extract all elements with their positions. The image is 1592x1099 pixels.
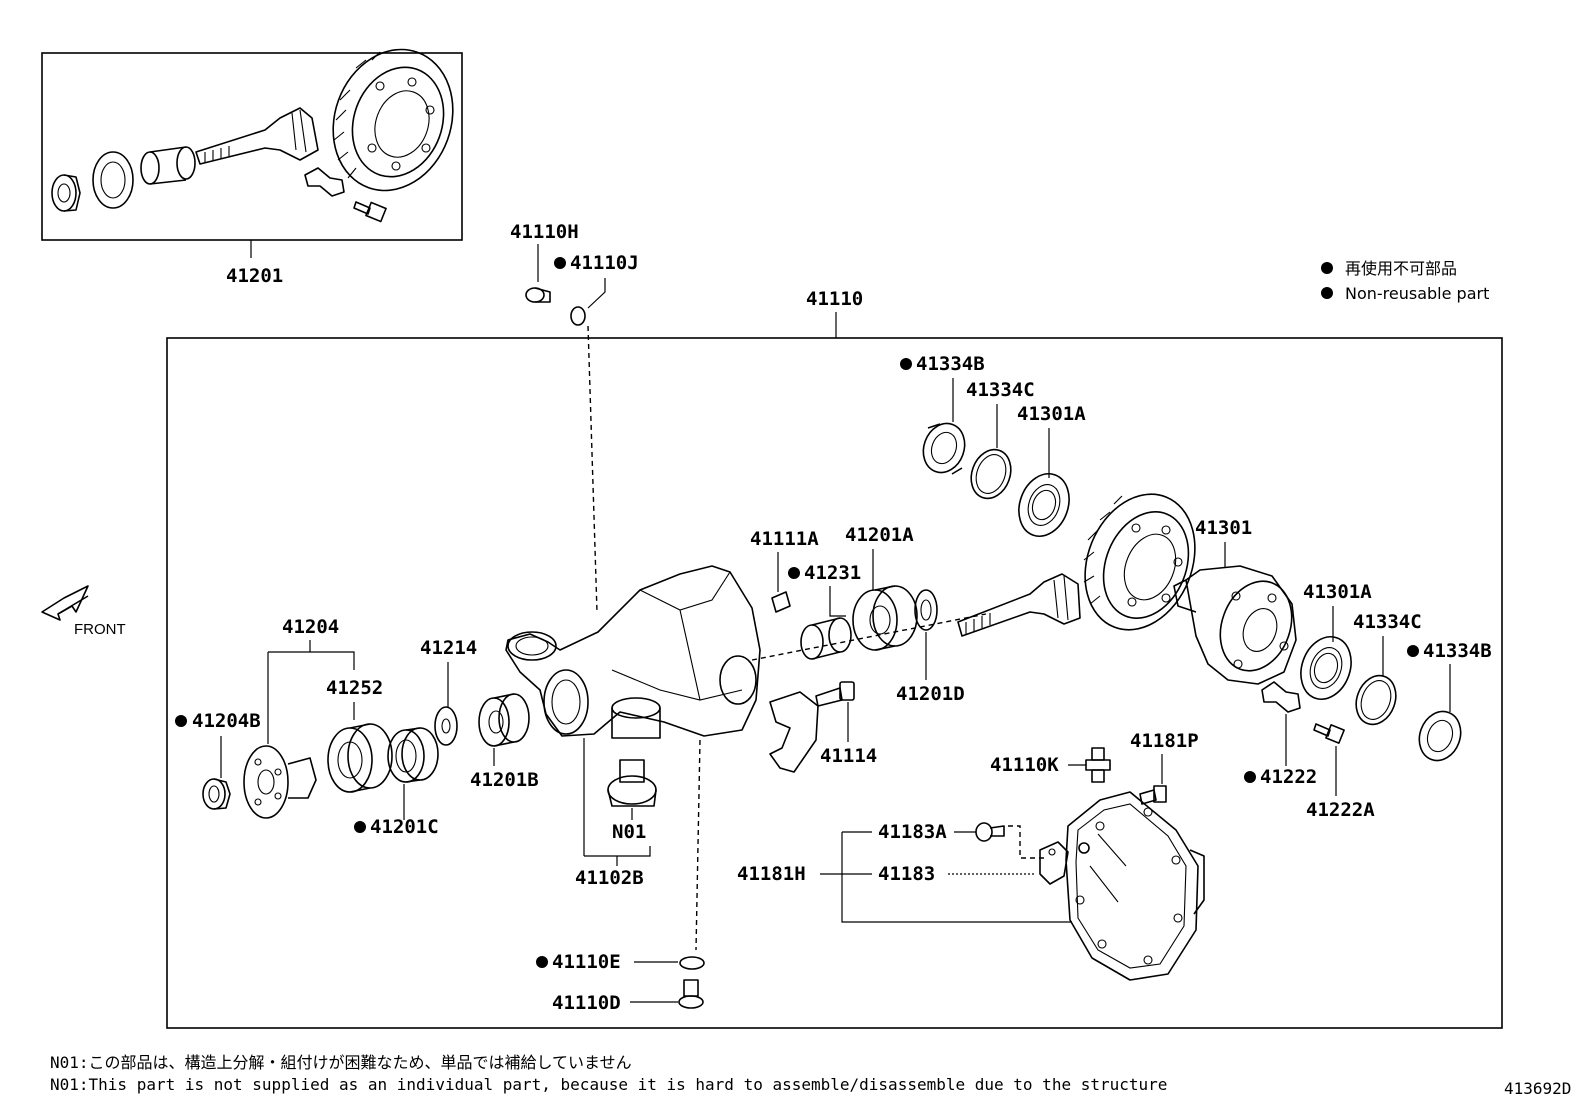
label-41201D: 41201D <box>896 683 965 705</box>
label-41334B-right: 41334B <box>1423 640 1492 662</box>
front-label: FRONT <box>74 621 126 638</box>
label-41110K: 41110K <box>990 754 1059 776</box>
inset-nut-icon <box>51 174 81 212</box>
inset-frame <box>41 52 463 241</box>
front-oil-seal-icon <box>387 727 439 783</box>
inset-ring-gear-icon <box>332 48 454 192</box>
front-arrow: FRONT <box>41 585 126 638</box>
label-41110H: 41110H <box>510 221 579 243</box>
label-41334C-top: 41334C <box>966 379 1035 401</box>
label-41110: 41110 <box>806 288 863 310</box>
oil-slinger-icon <box>434 706 458 746</box>
diagram-id: 413692D <box>1504 1079 1571 1098</box>
name-plate-icon <box>1039 841 1069 885</box>
drain-plug-group: 41110E 41110D <box>536 951 705 1014</box>
label-41110D: 41110D <box>552 992 621 1014</box>
differential-case-icon <box>1173 565 1297 685</box>
lock-plate-icon <box>1261 681 1301 713</box>
label-41301A-top: 41301A <box>1017 403 1086 425</box>
oil-seal-icon <box>922 422 966 475</box>
note-english: N01:This part is not supplied as an indi… <box>50 1075 1167 1094</box>
label-41201: 41201 <box>226 265 283 287</box>
front-bearing-icon <box>478 693 530 747</box>
legend-english: Non-reusable part <box>1345 284 1489 303</box>
label-41334C-right: 41334C <box>1353 611 1422 633</box>
label-N01: N01 <box>612 821 646 843</box>
mount-bushing-group: N01 41102B <box>575 738 657 889</box>
legend: 再使用不可部品 Non-reusable part <box>1321 259 1489 303</box>
nonreusable-dot-41110J <box>554 257 566 269</box>
breather-group: 41110H 41110J <box>510 221 639 613</box>
label-41201A: 41201A <box>845 524 914 546</box>
upper-bearing-stack: 41334B 41334C 41301A <box>900 353 1086 537</box>
label-41334B-top: 41334B <box>916 353 985 375</box>
side-bearing-icon <box>1018 473 1070 537</box>
pinion-bearing-icon <box>852 585 918 651</box>
label-41181H: 41181H <box>737 863 806 885</box>
lock-bolt-icon <box>1313 723 1345 744</box>
label-41231: 41231 <box>804 562 861 584</box>
label-41201B: 41201B <box>470 769 539 791</box>
inset-pinion-shaft-icon <box>195 107 319 165</box>
label-41181P: 41181P <box>1130 730 1199 752</box>
front-components: 41204 41252 41204B <box>175 616 539 838</box>
label-41222A: 41222A <box>1306 799 1375 821</box>
carrier-housing-icon <box>505 565 761 739</box>
filler-plug-icon <box>1085 747 1111 783</box>
label-41301: 41301 <box>1195 517 1252 539</box>
lower-bearing-stack: 41301A 41334C 41334B 41222 41222A <box>1244 581 1492 821</box>
companion-flange-icon <box>243 745 317 819</box>
label-41111A: 41111A <box>750 528 819 550</box>
label-41222: 41222 <box>1260 766 1317 788</box>
shim-ring-right-icon <box>1355 674 1397 726</box>
inset-bearing-icon <box>92 151 134 209</box>
drive-pinion-icon <box>957 573 1081 637</box>
bearing-cap-icon <box>769 691 819 773</box>
dust-deflector-icon <box>327 723 393 793</box>
label-41252: 41252 <box>326 677 383 699</box>
bearing-cap-group: 41114 <box>769 681 877 773</box>
label-41183: 41183 <box>878 863 935 885</box>
legend-japanese: 再使用不可部品 <box>1345 259 1457 278</box>
ring-gear-assembly: 41301 <box>1083 493 1297 685</box>
drain-gasket-icon <box>679 956 705 970</box>
oil-seal-right-icon <box>1418 710 1462 762</box>
label-41114: 41114 <box>820 745 877 767</box>
assembly-frame-41110 <box>166 337 1503 1029</box>
label-41204B: 41204B <box>192 710 261 732</box>
inset-lock-plate-icon <box>304 167 345 197</box>
rear-cover-icon <box>1065 791 1205 981</box>
label-41183A: 41183A <box>878 821 947 843</box>
inset-spacer-icon <box>140 146 196 185</box>
label-41204: 41204 <box>282 616 339 638</box>
side-bearing-right-icon <box>1300 636 1352 700</box>
shim-washer-icon <box>914 589 938 631</box>
label-41301A-right: 41301A <box>1303 581 1372 603</box>
cover-bolt-icon <box>1139 785 1167 805</box>
ring-pinion-kit-inset: 41201 <box>41 48 463 287</box>
breather-plug-icon <box>525 287 551 303</box>
pinion-components: 41111A 41231 41201A 41201D <box>750 524 965 705</box>
label-41102B: 41102B <box>575 867 644 889</box>
label-41110J: 41110J <box>570 252 639 274</box>
flange-nut-icon <box>202 778 231 810</box>
mount-stud-icon <box>607 759 657 807</box>
breather-gasket-icon <box>570 306 586 326</box>
cap-bolt-icon <box>815 681 855 707</box>
shim-ring-icon <box>970 448 1012 500</box>
inset-bolt-icon <box>353 201 387 223</box>
note-japanese: N01:この部品は、構造上分解・組付けが困難なため、単品では補給していません <box>50 1053 632 1072</box>
plate-bolt-icon <box>975 822 1005 842</box>
spacer-sleeve-icon <box>800 617 852 660</box>
rear-cover-group: 41110K 41181P 41183A <box>737 730 1205 981</box>
drain-plug-icon <box>678 979 704 1009</box>
label-41214: 41214 <box>420 637 477 659</box>
pin-icon <box>771 591 791 613</box>
label-41201C: 41201C <box>370 816 439 838</box>
label-41110E: 41110E <box>552 951 621 973</box>
